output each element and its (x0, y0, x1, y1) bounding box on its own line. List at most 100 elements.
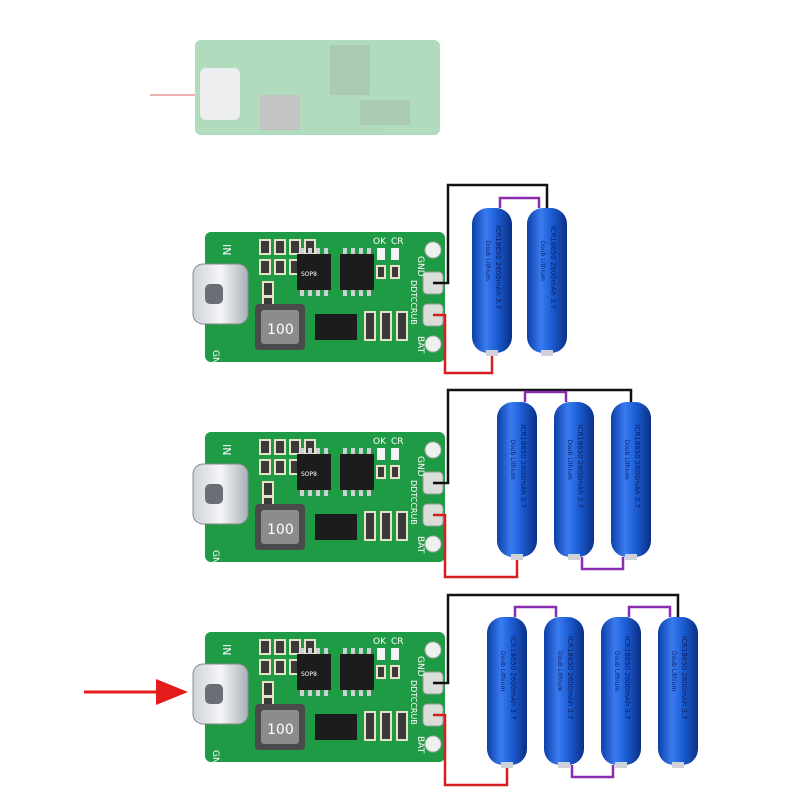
smd-component (262, 481, 274, 497)
smd-component (289, 639, 301, 655)
smd-component (274, 259, 286, 275)
battery-body (487, 617, 527, 765)
chip-pin (308, 448, 312, 454)
label-gnd-left: GND (210, 350, 220, 371)
ic-chip-2 (340, 254, 374, 290)
smd-component (390, 665, 400, 679)
led (391, 448, 399, 460)
smd-component (259, 439, 271, 455)
smd-component (390, 465, 400, 479)
chip-pin (359, 490, 363, 496)
pad-bottom (424, 535, 442, 553)
board-model: DDTCCRUB (409, 680, 418, 725)
smd-component (274, 439, 286, 455)
battery-body (472, 208, 512, 353)
chip-pin (316, 248, 320, 254)
arrow-icon (84, 679, 188, 705)
configuration-3-cell: INGNDPSSOP8OKCR100GNDDDTCCRUBBATDoub Lit… (192, 388, 651, 579)
pad-top (424, 241, 442, 259)
chip-pin (300, 448, 304, 454)
charger-board: INGNDPSSOP8OKCR100GNDDDTCCRUBBAT (192, 432, 445, 571)
smd-component (274, 459, 286, 475)
label-ok: OK (373, 237, 387, 247)
wire-series-link (627, 605, 672, 617)
chip-pin (343, 290, 347, 296)
chip-pin (300, 290, 304, 296)
smd-component (259, 459, 271, 475)
wire-series-link (523, 390, 568, 402)
chip-pin (308, 490, 312, 496)
chip-pin (367, 690, 371, 696)
configuration-2-cell: INGNDPSSOP8OKCR100GNDDDTCCRUBBATDoub Lit… (192, 183, 567, 375)
chip-pin (316, 290, 320, 296)
chip-pin (316, 448, 320, 454)
chip-pin (351, 490, 355, 496)
smd-component (259, 259, 271, 275)
mosfet (315, 314, 357, 340)
battery-label: ICR18650 2600mAh 3.7 (549, 226, 557, 310)
smd-component (289, 439, 301, 455)
wire-series-link (570, 765, 615, 779)
chip-pin (367, 290, 371, 296)
ic-chip-2 (340, 654, 374, 690)
smd-component (262, 281, 274, 297)
wire-bat (433, 713, 509, 787)
inductor-top (261, 710, 299, 744)
battery-brand: Doub Lithium (539, 241, 546, 281)
pin-bat: BAT (415, 536, 425, 554)
battery-brand: Doub Lithium (623, 440, 630, 480)
battery-brand: Doub Lithium (556, 651, 563, 691)
resistor (380, 311, 392, 341)
wire-bat (433, 313, 494, 375)
battery-label: ICR18650 2600mAh 3.7 (576, 425, 584, 509)
resistor (380, 511, 392, 541)
battery-label: ICR18650 2600mAh 3.7 (623, 636, 631, 720)
smd-component (262, 681, 274, 697)
label-ok: OK (373, 637, 387, 647)
wire-gnd (433, 183, 549, 285)
battery-terminal (625, 554, 637, 560)
label-in: IN (220, 444, 233, 455)
chip-pin (308, 648, 312, 654)
battery-body (658, 617, 698, 765)
chip-pin (300, 248, 304, 254)
chip-pin (300, 690, 304, 696)
configurations: INGNDPSSOP8OKCR100GNDDDTCCRUBBATDoub Lit… (192, 183, 698, 787)
inductor-top (261, 510, 299, 544)
resistor (396, 311, 408, 341)
pin-bat: BAT (415, 736, 425, 754)
smd-component (390, 265, 400, 279)
label-ok: OK (373, 437, 387, 447)
chip-pin (316, 690, 320, 696)
chip-pin (367, 248, 371, 254)
resistor (396, 511, 408, 541)
led (391, 248, 399, 260)
battery-label: ICR18650 2600mAh 3.7 (509, 636, 517, 720)
led (391, 648, 399, 660)
battery-brand: Doub Lithium (613, 651, 620, 691)
chip-pin (367, 648, 371, 654)
chip-pin (351, 690, 355, 696)
battery-body (527, 208, 567, 353)
resistor (396, 711, 408, 741)
smd-component (274, 639, 286, 655)
chip-pin (324, 248, 328, 254)
chip-pin (308, 290, 312, 296)
label-gnd-left: GND (210, 550, 220, 571)
chip-pin (367, 490, 371, 496)
chip-pin (343, 448, 347, 454)
battery-brand: Doub Lithium (566, 440, 573, 480)
chip-pin (300, 490, 304, 496)
led (377, 648, 385, 660)
chip-pin (351, 448, 355, 454)
pin-gnd: GND (415, 256, 425, 277)
